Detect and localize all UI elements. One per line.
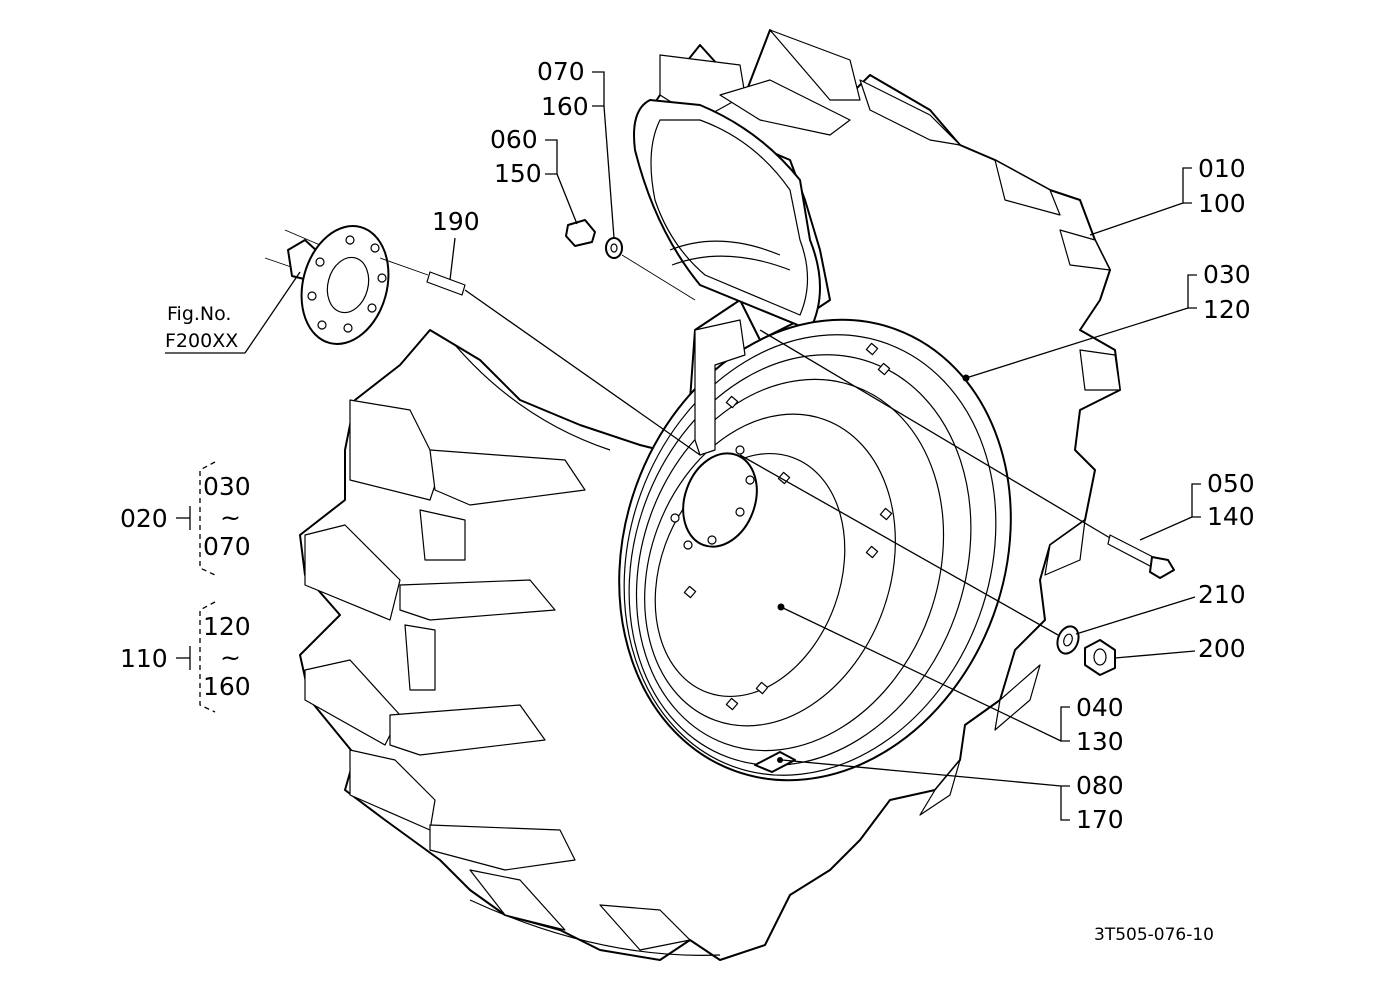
callout-060: 060 — [490, 125, 538, 154]
group-110-tilde: ~ — [220, 643, 241, 672]
washer-210 — [1056, 625, 1080, 655]
nut-200 — [1084, 639, 1116, 676]
callout-030: 030 — [1203, 260, 1251, 289]
leader-080-170 — [781, 759, 1062, 787]
axis-line-nut — [739, 454, 1059, 636]
disc-bracket — [694, 319, 746, 456]
group-110-from: 120 — [203, 612, 251, 641]
valve — [754, 751, 796, 773]
leader-190 — [449, 237, 456, 281]
bracket-010-100 — [1182, 167, 1192, 204]
callout-070: 070 — [537, 57, 585, 86]
washer-070 — [605, 237, 623, 259]
callout-080: 080 — [1076, 771, 1124, 800]
group-110-to: 160 — [203, 672, 251, 701]
stud-190 — [426, 271, 466, 296]
figure-ref-line1: Fig.No. — [167, 303, 231, 325]
drawing-code: 3T505-076-10 — [1094, 925, 1214, 945]
valve-dot — [777, 757, 783, 763]
axis-line-stud — [464, 289, 701, 456]
callout-190: 190 — [432, 207, 480, 236]
group-020-brace — [199, 461, 216, 576]
callout-140: 140 — [1207, 502, 1255, 531]
figure-ref-line2: F200XX — [165, 330, 238, 352]
bracket-050-140 — [1191, 483, 1201, 518]
leader-030-120 — [965, 307, 1189, 379]
wheel-disc-center — [670, 342, 893, 711]
figure-ref-leader — [244, 271, 301, 354]
dot-030-120 — [962, 374, 970, 382]
group-020-to: 070 — [203, 532, 251, 561]
callout-040: 040 — [1076, 693, 1124, 722]
bolt-050 — [1107, 534, 1156, 568]
axle-hub — [264, 225, 390, 345]
group-020-tilde: ~ — [220, 503, 241, 532]
bracket-080-170 — [1060, 785, 1070, 821]
callout-150: 150 — [494, 159, 542, 188]
bracket-060-150 — [545, 139, 558, 175]
group-020-from: 030 — [203, 472, 251, 501]
group-110-brace — [199, 601, 216, 713]
callout-210: 210 — [1198, 580, 1246, 609]
bracket-070-160 — [592, 71, 605, 107]
callout-130: 130 — [1076, 727, 1124, 756]
group-110-label: 110 — [120, 644, 168, 673]
group-020-label: 020 — [120, 504, 168, 533]
leader-210 — [1075, 596, 1196, 635]
leader-040-130 — [780, 606, 1062, 742]
callout-100: 100 — [1198, 189, 1246, 218]
wheel-rim — [618, 318, 1012, 782]
bracket-040-130 — [1060, 706, 1070, 742]
nut-060 — [565, 219, 596, 247]
dot-040-130 — [777, 603, 785, 611]
leader-070-160 — [603, 105, 615, 239]
callout-200: 200 — [1198, 634, 1246, 663]
callout-160: 160 — [541, 92, 589, 121]
callout-010: 010 — [1198, 154, 1246, 183]
leader-050-140 — [1139, 516, 1193, 541]
callout-120: 120 — [1203, 295, 1251, 324]
bracket-030-120 — [1187, 274, 1197, 309]
leader-010-100 — [1089, 202, 1184, 236]
axis-line-bolt — [759, 329, 1111, 539]
callout-170: 170 — [1076, 805, 1124, 834]
callout-050: 050 — [1207, 469, 1255, 498]
leader-060-150 — [556, 173, 578, 225]
leader-200 — [1114, 650, 1196, 659]
